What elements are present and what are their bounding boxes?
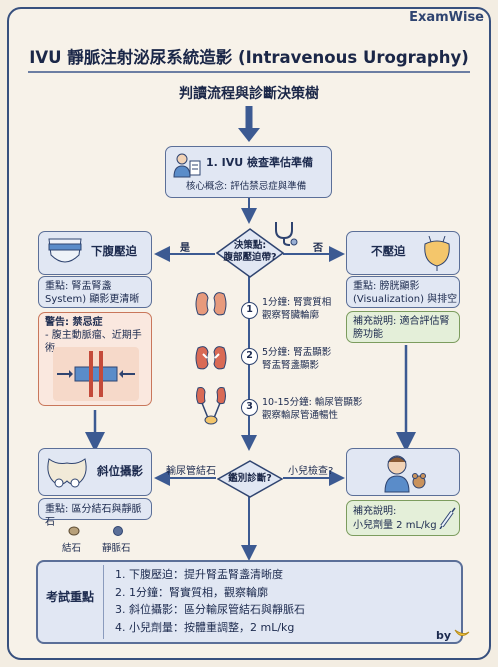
bladder-key-line2: (Visualization) 與排空 xyxy=(353,294,458,305)
bladder-note-line2: 膀功能 xyxy=(353,329,383,340)
compression-header: 下腹壓迫 xyxy=(38,231,152,275)
warning-line2: - 腹主動脈瘤、近期手術 xyxy=(45,330,142,354)
compression-key-line1: 重點: 腎盂腎盞 xyxy=(45,281,112,292)
step-2-line1: 5分鐘: 腎盂顯影 xyxy=(262,347,332,358)
legend-stone-label: 結石 xyxy=(62,543,82,554)
legend-phlebolith-label: 靜脈石 xyxy=(102,543,131,554)
exam-item-4: 4. 小兒劑量：按體重調整，2 mL/kg xyxy=(115,620,295,634)
pediatric-line1: 補充說明: xyxy=(353,506,397,517)
kidney-cortex-icon xyxy=(195,292,227,316)
oblique-key-box: 重點: 區分結石與靜脈石 xyxy=(38,498,152,528)
exam-list: 1. 下腹壓迫：提升腎盂腎盞清晰度 2. 1分鐘：腎實質相，觀察輪廓 3. 斜位… xyxy=(115,566,305,636)
exam-summary-box xyxy=(36,560,463,644)
exam-item-1: 1. 下腹壓迫：提升腎盂腎盞清晰度 xyxy=(115,568,283,581)
main-arrow-head xyxy=(238,128,260,142)
compression-key-line2: System) 顯影更清晰 xyxy=(45,294,140,305)
step-number-2: 2 xyxy=(241,348,258,365)
oblique-key-text: 重點: 區分結石與靜脈石 xyxy=(45,504,142,528)
decision1-text: 決策點: 腹部壓迫帶? xyxy=(216,240,284,264)
signature-text: by xyxy=(436,629,452,642)
no-compression-title: 不壓迫 xyxy=(371,244,406,258)
oblique-title: 斜位攝影 xyxy=(97,464,143,478)
ureter-bladder-icon xyxy=(196,387,226,425)
decision2-left-label: 輸尿管結石 xyxy=(166,466,216,477)
bladder-key-box: 重點: 膀胱顯影 (Visualization) 與排空 xyxy=(346,276,460,308)
kidney-pelvis-icon xyxy=(195,346,227,370)
phlebolith-icon xyxy=(113,526,123,536)
page-subtitle: 判讀流程與診斷決策樹 xyxy=(179,86,319,102)
aorta-compression-icon xyxy=(53,347,139,401)
bladder-key-line1: 重點: 膀胱顯影 xyxy=(353,281,420,292)
pediatric-note-box: 補充說明: 小兒劑量 2 mL/kg xyxy=(346,500,460,536)
decision2-right-label: 小兒檢查? xyxy=(288,466,334,477)
brand-logo: ExamWise xyxy=(409,10,484,25)
exam-divider xyxy=(103,565,104,639)
stethoscope-icon xyxy=(275,222,298,246)
compression-title: 下腹壓迫 xyxy=(91,244,137,258)
syringe-icon xyxy=(439,507,456,529)
title-underline xyxy=(28,71,470,73)
warning-line1: 警告: 禁忌症 xyxy=(45,317,103,328)
step-number-1: 1 xyxy=(241,302,258,319)
step-3-line1: 10-15分鐘: 輸尿管顯影 xyxy=(262,397,363,408)
step-3-text: 10-15分鐘: 輸尿管顯影 觀察輸尿管通暢性 xyxy=(262,397,362,422)
step-2-line2: 腎盂腎盞顯影 xyxy=(262,359,320,371)
decision-diamond-compression xyxy=(216,228,284,278)
oblique-header: 斜位攝影 xyxy=(38,448,152,496)
step-1-text: 1分鐘: 腎實質相 觀察腎臟輪廓 xyxy=(262,297,331,322)
start-label: 1. IVU 檢查準估準備 xyxy=(206,156,314,169)
bladder-icon xyxy=(424,236,450,271)
exam-label: 考試重點 xyxy=(46,590,95,604)
pediatric-line2: 小兒劑量 2 mL/kg xyxy=(353,520,437,531)
step-1-line1: 1分鐘: 腎實質相 xyxy=(262,297,332,308)
child-with-teddy-icon xyxy=(384,455,426,493)
start-concept: 核心概念: 評估禁忌症與準備 xyxy=(186,181,307,192)
step-2-text: 5分鐘: 腎盂顯影 腎盂腎盞顯影 xyxy=(262,347,331,372)
page-title: IVU 靜脈注射泌尿系統造影 (Intravenous Urography) xyxy=(29,48,469,67)
exam-item-3: 3. 斜位攝影：區分輸尿管結石與靜脈石 xyxy=(115,603,305,616)
decision1-yes-label: 是 xyxy=(180,243,190,254)
decision1-line1: 決策點: xyxy=(233,240,267,251)
doctor-clipboard-icon xyxy=(173,153,201,178)
decision1-no-label: 否 xyxy=(313,243,323,254)
stone-icon xyxy=(68,526,80,536)
warning-box: 警告: 禁忌症 - 腹主動脈瘤、近期手術 xyxy=(38,312,152,406)
decision2-text: 鑑別診斷? xyxy=(228,473,272,484)
pelvis-icon xyxy=(47,458,87,488)
step-number-3: 3 xyxy=(241,399,258,416)
bladder-note-box: 補充說明: 適合評估腎 膀功能 xyxy=(346,311,460,343)
exam-item-2: 2. 1分鐘：腎實質相，觀察輪廓 xyxy=(115,585,268,599)
bladder-note-line1: 補充說明: 適合評估腎 xyxy=(353,316,450,327)
pediatric-header xyxy=(346,448,460,496)
decision1-line2: 腹部壓迫帶? xyxy=(223,252,277,263)
decision-diamond-differential xyxy=(217,460,283,498)
compression-key-box: 重點: 腎盂腎盞 System) 顯影更清晰 xyxy=(38,276,152,308)
step-1-line2: 觀察腎臟輪廓 xyxy=(262,309,320,321)
banana-logo-icon xyxy=(454,629,470,636)
step-3-line2: 觀察輸尿管通暢性 xyxy=(262,409,339,421)
abdominal-binder-icon xyxy=(48,238,82,263)
start-box: 1. IVU 檢查準估準備 核心概念: 評估禁忌症與準備 xyxy=(165,146,332,198)
no-compression-header: 不壓迫 xyxy=(346,231,460,275)
